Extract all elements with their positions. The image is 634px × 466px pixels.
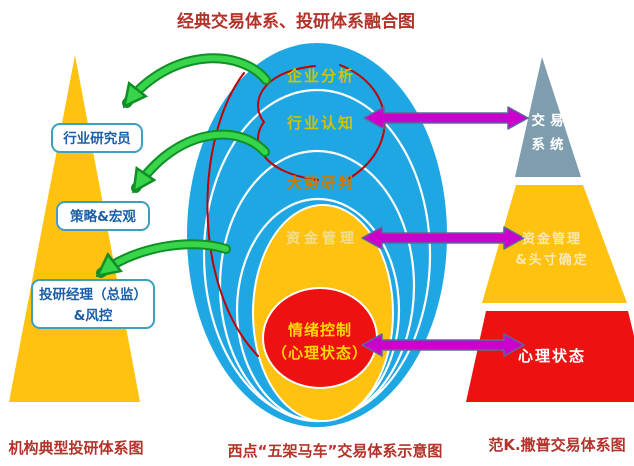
magenta-arrow-money-management — [361, 226, 525, 250]
pyramid-label-trading: 交易 — [532, 112, 569, 129]
caption-center-ellipse: 西点“五架马车”交易体系示意图 — [228, 442, 443, 460]
pyramid-label-fund-management: 资金管理 — [522, 231, 582, 247]
magenta-arrow-psychology — [361, 333, 525, 357]
red-arc-long-sweep — [206, 72, 259, 357]
green-arrow-1 — [127, 55, 269, 103]
ring-label-industry-cognition: 行业认知 — [286, 114, 355, 132]
core-label-emotion-control: 情绪控制 — [288, 321, 352, 339]
right-pyramid-middle-section — [482, 185, 627, 303]
caption-right-pyramid: 范K.撒普交易体系图 — [488, 436, 625, 454]
role-label-risk-control: &风控 — [74, 307, 113, 324]
ring-label-money-management: 资金管理 — [286, 230, 358, 247]
right-pyramid-top-section — [515, 57, 581, 177]
role-box-manager-risk — [31, 279, 155, 329]
caption-left-pyramid: 机构典型投研体系图 — [8, 439, 143, 457]
pyramid-label-position-sizing: &头寸确定 — [515, 252, 588, 268]
red-arc-left-top — [257, 65, 316, 123]
role-box-strategy-macro — [56, 201, 150, 231]
magenta-arrows — [361, 106, 529, 357]
green-arrow-3 — [101, 241, 229, 273]
green-arrow-2 — [136, 131, 268, 188]
left-role-boxes: 行业研究员 策略&宏观 投研经理（总监） &风控 — [31, 123, 155, 329]
right-pyramid-bottom-section — [466, 311, 634, 402]
pyramid-label-system: 系统 — [532, 136, 569, 153]
magenta-arrow-trading-system — [363, 106, 529, 130]
ring-label-company-analysis: 企业分析 — [286, 67, 355, 85]
pyramid-label-psychological-state: 心理状态 — [518, 347, 586, 365]
role-label-manager: 投研经理（总监） — [39, 286, 147, 303]
role-label-strategy-macro: 策略&宏观 — [70, 208, 136, 225]
role-label-industry-researcher: 行业研究员 — [62, 130, 131, 147]
core-label-mental-state: （心理状态） — [272, 344, 368, 362]
ring-label-trend-judgment: 大势研判 — [287, 174, 355, 192]
diagram-title: 经典交易体系、投研体系融合图 — [177, 11, 415, 32]
green-arrows — [101, 53, 271, 278]
role-box-industry-researcher — [51, 123, 143, 153]
